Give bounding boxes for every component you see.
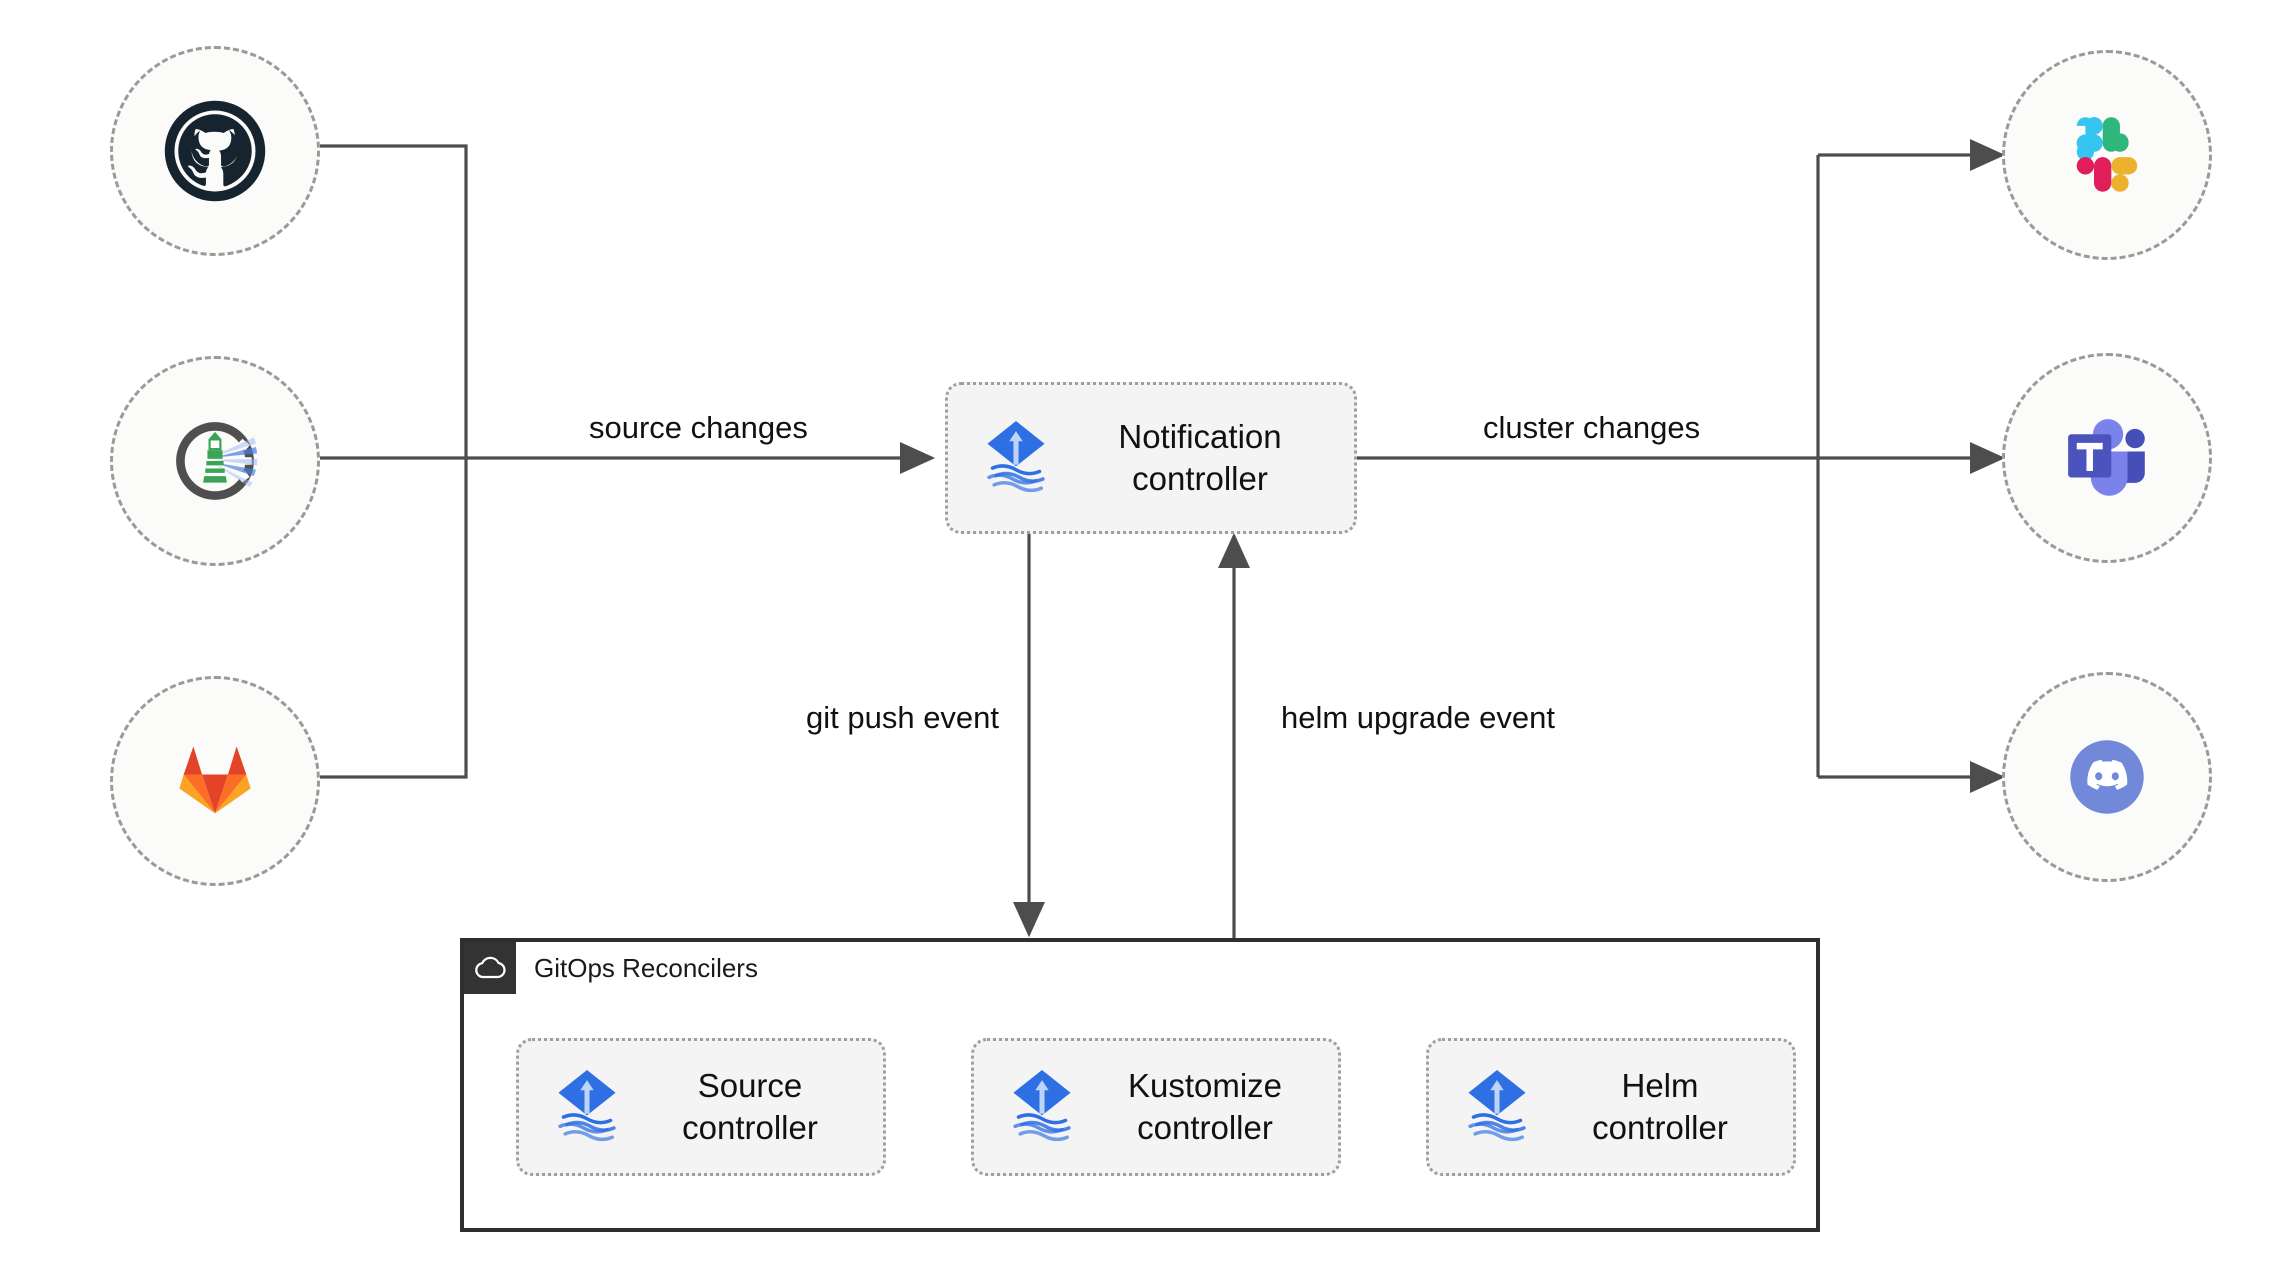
edge-gitlab-to-trunk bbox=[320, 458, 468, 779]
edge-label-helm-upgrade-event: helm upgrade event bbox=[1275, 700, 1562, 736]
endpoint-discord[interactable] bbox=[2002, 672, 2212, 882]
helm-controller-node[interactable]: Helm controller bbox=[1426, 1038, 1796, 1176]
edge-label-source-changes: source changes bbox=[583, 410, 814, 446]
source-controller-label: Source controller bbox=[682, 1067, 818, 1146]
cloud-icon bbox=[475, 956, 506, 979]
endpoint-slack[interactable] bbox=[2002, 50, 2212, 260]
kustomize-controller-label: Kustomize controller bbox=[1127, 1067, 1283, 1146]
endpoint-gitlab[interactable] bbox=[110, 676, 320, 886]
notification-controller-node[interactable]: Notification controller bbox=[945, 382, 1357, 534]
slack-icon bbox=[2076, 117, 2138, 192]
flux-icon bbox=[987, 421, 1045, 493]
kustomize-controller-node[interactable]: Kustomize controller bbox=[971, 1038, 1341, 1176]
endpoint-github[interactable] bbox=[110, 46, 320, 256]
flux-lighthouse-icon bbox=[176, 422, 258, 500]
endpoint-flux-source[interactable] bbox=[110, 356, 320, 566]
helm-controller-label: Helm controller bbox=[1592, 1067, 1728, 1146]
container-header-tab bbox=[464, 942, 516, 994]
microsoft-teams-icon bbox=[2068, 419, 2145, 496]
flux-icon bbox=[1013, 1070, 1071, 1142]
endpoint-microsoft-teams[interactable] bbox=[2002, 353, 2212, 563]
container-title: GitOps Reconcilers bbox=[534, 953, 758, 983]
source-controller-node[interactable]: Source controller bbox=[516, 1038, 886, 1176]
flux-icon bbox=[558, 1070, 616, 1142]
edge-github-to-trunk bbox=[320, 144, 468, 458]
github-icon bbox=[164, 100, 266, 202]
notification-controller-label: Notification controller bbox=[1118, 418, 1282, 497]
flux-icon bbox=[1468, 1070, 1526, 1142]
edge-label-git-push-event: git push event bbox=[800, 700, 1006, 736]
gitlab-icon bbox=[179, 746, 251, 814]
edge-label-cluster-changes: cluster changes bbox=[1477, 410, 1707, 446]
discord-icon bbox=[2070, 740, 2144, 814]
